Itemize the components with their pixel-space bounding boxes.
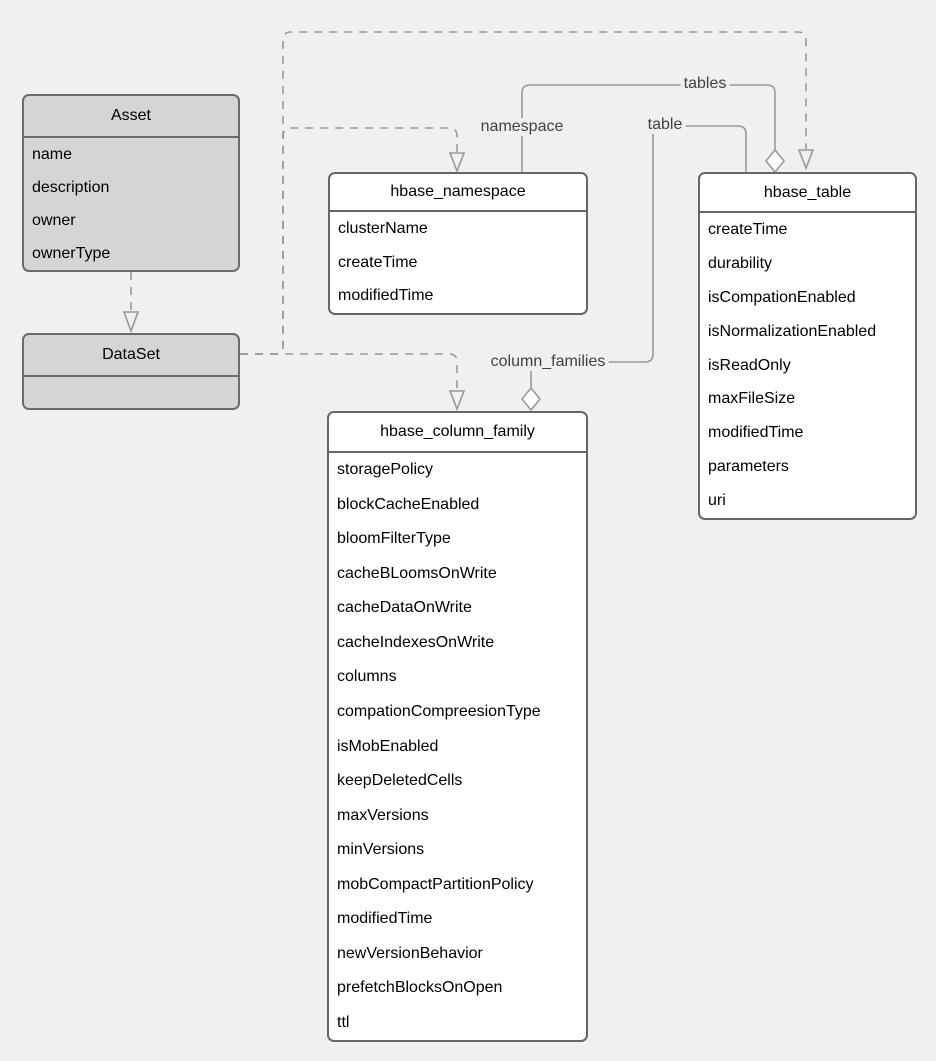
field-row: parameters [708, 458, 789, 476]
entity-hbase-table-title: hbase_table [700, 174, 915, 213]
open-diamond-icon [520, 386, 542, 412]
field-row: ownerType [32, 244, 111, 262]
field-row: isNormalizationEnabled [708, 322, 877, 340]
field-row: columns [337, 668, 397, 686]
field-row: blockCacheEnabled [337, 495, 480, 513]
field-row: newVersionBehavior [337, 944, 483, 962]
entity-hbase-column-family: hbase_column_family storagePolicy blockC… [327, 411, 588, 1042]
field-row: createTime [708, 220, 788, 238]
entity-hbase-namespace: hbase_namespace clusterName createTime m… [328, 172, 588, 315]
field-row: mobCompactPartitionPolicy [337, 875, 534, 893]
edge-label-namespace: namespace [477, 118, 567, 136]
field-row: modifiedTime [338, 287, 434, 305]
open-diamond-icon [764, 148, 786, 174]
field-row: modifiedTime [708, 424, 804, 442]
open-triangle-arrow-icon [448, 152, 466, 174]
field-row: cacheBLoomsOnWrite [337, 564, 497, 582]
entity-asset-fields: name description owner ownerType [24, 138, 238, 270]
edge-namespace-tables [521, 84, 776, 172]
entity-hbase-table: hbase_table createTime durability isComp… [698, 172, 917, 520]
field-row: storagePolicy [337, 461, 434, 479]
field-row: bloomFilterType [337, 530, 451, 548]
edge-dataset-hbase-namespace [240, 127, 458, 355]
field-row: isReadOnly [708, 356, 791, 374]
field-row: modifiedTime [337, 910, 433, 928]
field-row: maxVersions [337, 806, 429, 824]
field-row: durability [708, 254, 773, 272]
field-row: clusterName [338, 219, 428, 237]
entity-hbase-column-family-title: hbase_column_family [329, 413, 586, 453]
entity-asset-title: Asset [24, 96, 238, 138]
open-triangle-arrow-icon [797, 149, 815, 171]
field-row: cacheIndexesOnWrite [337, 633, 495, 651]
field-row: ttl [337, 1013, 350, 1031]
field-row: keepDeletedCells [337, 772, 463, 790]
entity-dataset-title: DataSet [24, 335, 238, 377]
field-row: name [32, 145, 73, 163]
edge-label-table: table [644, 116, 686, 134]
field-row: isCompationEnabled [708, 288, 856, 306]
open-triangle-arrow-icon [448, 390, 466, 412]
field-row: prefetchBlocksOnOpen [337, 979, 503, 997]
edge-label-column-families: column_families [487, 353, 609, 371]
field-row: createTime [338, 253, 418, 271]
field-row: description [32, 178, 110, 196]
entity-dataset: DataSet [22, 333, 240, 410]
field-row: isMobEnabled [337, 737, 439, 755]
entity-dataset-fields [24, 377, 238, 408]
field-row: maxFileSize [708, 390, 796, 408]
entity-hbase-column-family-fields: storagePolicy blockCacheEnabled bloomFil… [329, 453, 586, 1040]
entity-hbase-namespace-title: hbase_namespace [330, 174, 586, 212]
entity-hbase-namespace-fields: clusterName createTime modifiedTime [330, 212, 586, 313]
edge-label-tables: tables [680, 75, 730, 93]
entity-hbase-table-fields: createTime durability isCompationEnabled… [700, 213, 915, 518]
field-row: owner [32, 211, 76, 229]
field-row: compationCompreesionType [337, 702, 541, 720]
field-row: cacheDataOnWrite [337, 599, 472, 617]
open-triangle-arrow-icon [122, 311, 140, 334]
entity-asset: Asset name description owner ownerType [22, 94, 240, 272]
field-row: uri [708, 492, 726, 510]
edge-dataset-hbase-column-family [240, 353, 458, 390]
field-row: minVersions [337, 841, 425, 859]
